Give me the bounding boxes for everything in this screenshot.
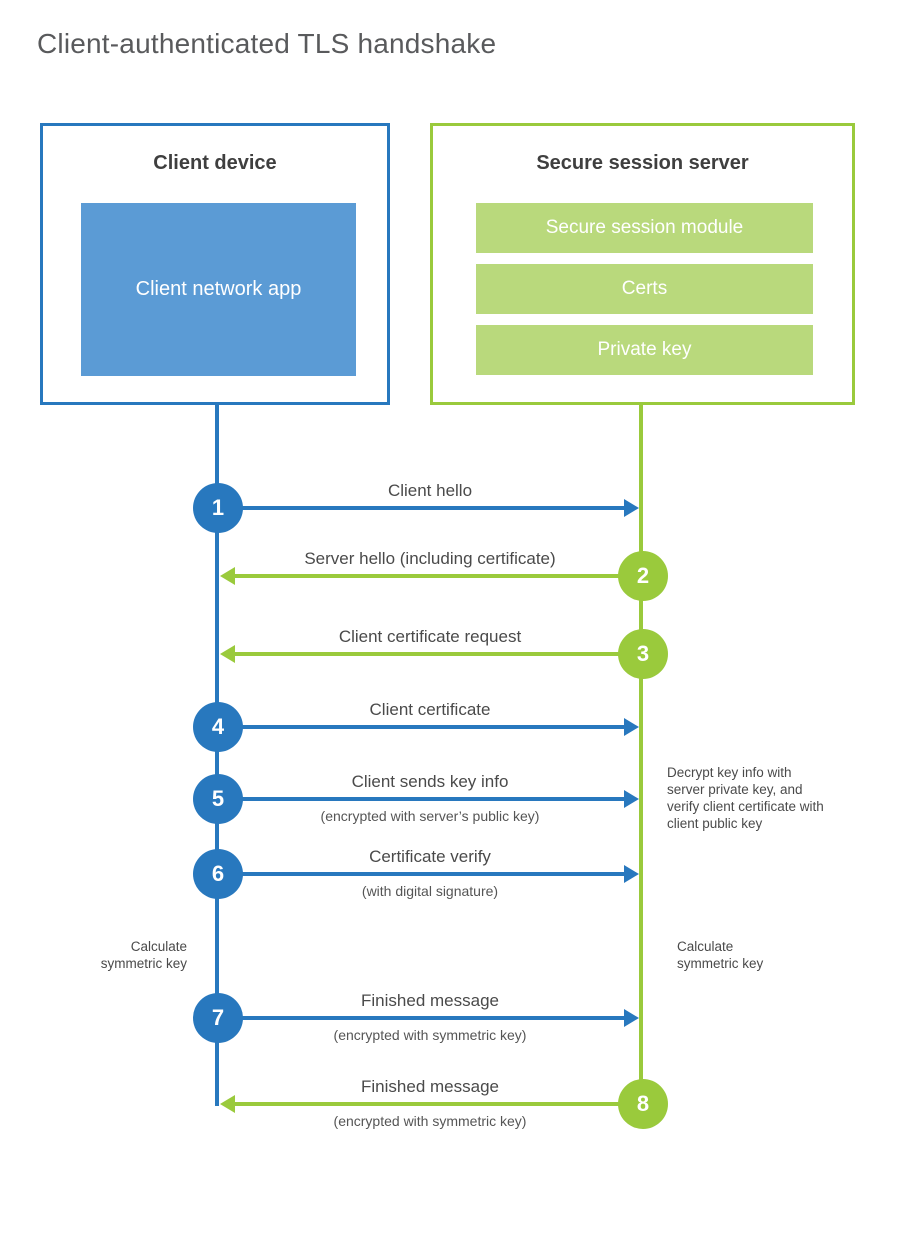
arrow-line [219,506,626,510]
client-network-app-module: Client network app [81,203,356,376]
arrow-right-icon [624,499,639,517]
private-key-bar: Private key [476,325,813,375]
step-badge-5: 5 [193,774,243,824]
step-badge-6: 6 [193,849,243,899]
message-row-8: Finished message 8 (encrypted with symme… [217,1077,668,1139]
calculate-symmetric-key-client: Calculate symmetric key [100,939,187,971]
message-row-6: Certificate verify 6 (with digital signa… [193,847,643,909]
arrow-line [233,574,641,578]
message-label: Client certificate request [338,627,522,646]
step-badge-3: 3 [618,629,668,679]
arrow-right-icon [624,718,639,736]
step-badge-7: 7 [193,993,243,1043]
arrow-left-icon [220,567,235,585]
secure-session-module-bar: Secure session module [476,203,813,253]
message-subcaption: (with digital signature) [361,883,499,899]
secure-session-server-title: Secure session server [536,152,749,174]
arrow-right-icon [624,790,639,808]
arrow-left-icon [220,645,235,663]
arrow-line [233,652,641,656]
arrow-left-icon [220,1095,235,1113]
decrypt-key-note: Decrypt key info with server private key… [667,765,824,831]
message-label: Server hello (including certificate) [304,549,556,568]
message-label: Certificate verify [369,847,491,866]
message-row-3: Client certificate request 3 [217,627,668,689]
message-row-2: Server hello (including certificate) 2 [217,549,668,611]
message-label: Client certificate [369,700,491,719]
arrow-line [219,1016,626,1020]
client-device-title: Client device [153,152,277,174]
calculate-symmetric-key-server: Calculate symmetric key [677,939,764,971]
message-label: Finished message [361,1077,499,1096]
message-subcaption: (encrypted with symmetric key) [333,1113,527,1129]
message-row-1: Client hello 1 [193,481,643,543]
message-row-5: Client sends key info 5 (encrypted with … [193,772,643,834]
message-label: Finished message [361,991,499,1010]
step-badge-2: 2 [618,551,668,601]
page-title: Client-authenticated TLS handshake [37,28,497,59]
step-badge-4: 4 [193,702,243,752]
client-network-app-label: Client network app [135,278,302,300]
message-row-4: Client certificate 4 [193,700,643,762]
arrow-line [219,797,626,801]
secure-session-server-box: Secure session server Secure session mod… [430,123,855,405]
arrow-right-icon [624,1009,639,1027]
client-lifeline [215,405,219,1106]
arrow-line [219,725,626,729]
arrow-line [219,872,626,876]
message-label: Client hello [387,481,473,500]
step-badge-1: 1 [193,483,243,533]
message-subcaption: (encrypted with symmetric key) [333,1027,527,1043]
message-label: Client sends key info [351,772,509,791]
arrow-right-icon [624,865,639,883]
server-lifeline [639,405,643,1106]
certs-bar: Certs [476,264,813,314]
message-row-7: Finished message 7 (encrypted with symme… [193,991,643,1053]
client-device-box: Client device Client network app [40,123,390,405]
message-subcaption: (encrypted with server’s public key) [320,808,540,824]
arrow-line [233,1102,641,1106]
step-badge-8: 8 [618,1079,668,1129]
